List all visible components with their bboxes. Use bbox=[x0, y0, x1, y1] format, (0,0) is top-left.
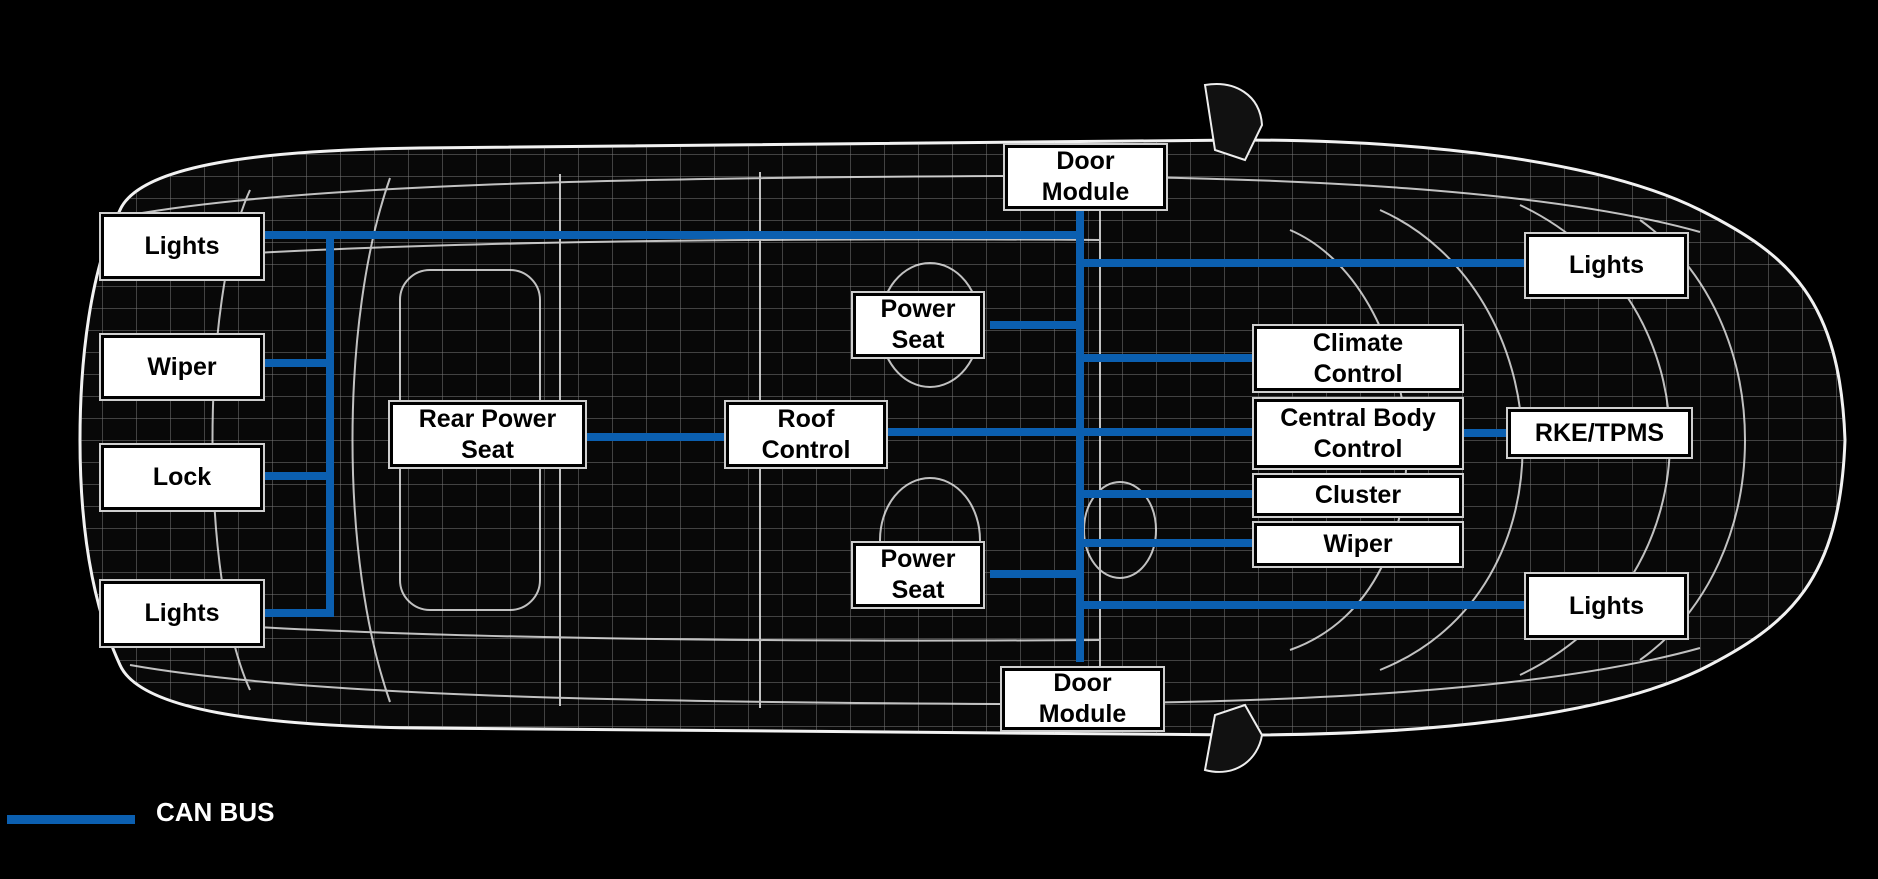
node-rke-tpms: RKE/TPMS bbox=[1508, 409, 1691, 457]
node-door-module-top: Door Module bbox=[1005, 145, 1166, 209]
node-door-module-bottom: Door Module bbox=[1002, 668, 1163, 730]
node-rear-power-seat: Rear Power Seat bbox=[390, 402, 585, 467]
can-bus-network bbox=[262, 210, 1526, 662]
node-rear-lights-top: Lights bbox=[101, 214, 263, 279]
node-power-seat-bottom: Power Seat bbox=[853, 543, 983, 607]
node-power-seat-top: Power Seat bbox=[853, 293, 983, 357]
node-climate-control: Climate Control bbox=[1254, 326, 1462, 391]
node-cluster: Cluster bbox=[1254, 475, 1462, 516]
node-rear-lock: Lock bbox=[101, 445, 263, 510]
can-bus-legend-label: CAN BUS bbox=[156, 797, 275, 827]
node-front-lights-bottom: Lights bbox=[1526, 574, 1687, 638]
node-rear-wiper: Wiper bbox=[101, 335, 263, 399]
node-rear-lights-bottom: Lights bbox=[101, 581, 263, 646]
node-roof-control: Roof Control bbox=[726, 402, 886, 467]
node-central-body-control: Central Body Control bbox=[1254, 399, 1462, 468]
node-front-lights-top: Lights bbox=[1526, 234, 1687, 297]
node-front-wiper: Wiper bbox=[1254, 523, 1462, 566]
can-bus-legend-icon bbox=[7, 815, 135, 824]
